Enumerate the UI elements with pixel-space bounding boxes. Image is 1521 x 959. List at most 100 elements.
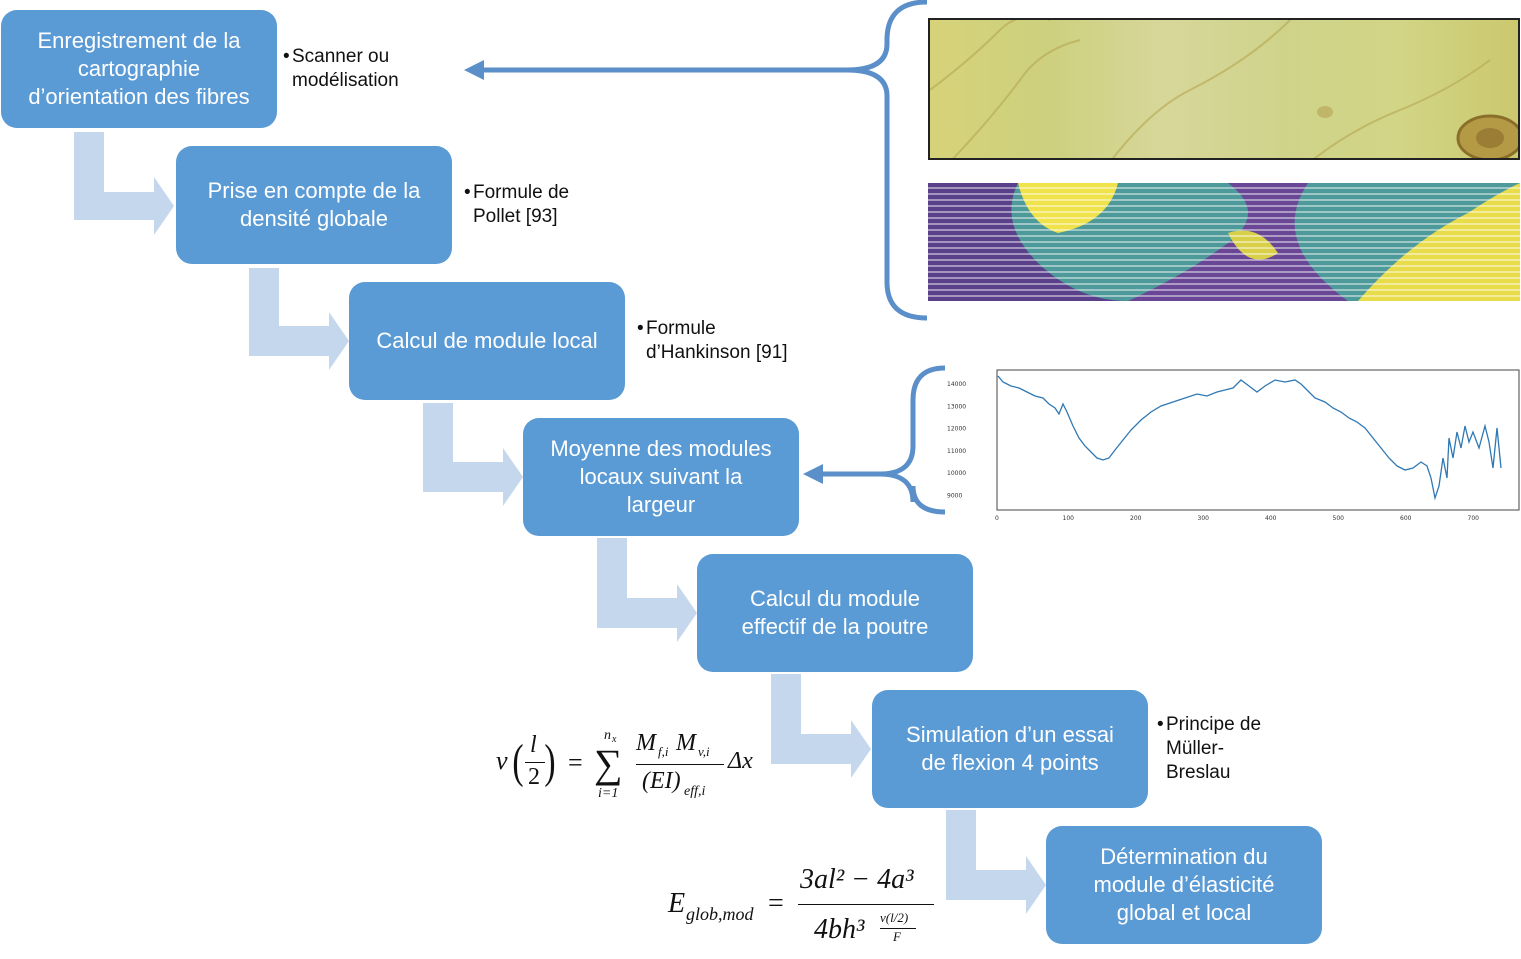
connector-4 [597,538,697,642]
plot-xtick-label: 400 [1265,515,1277,522]
step-line: de flexion 4 points [921,750,1099,775]
connector-6 [946,810,1046,914]
step-line: Détermination du [1100,844,1268,869]
fraction-bar [636,764,724,765]
note-line: Scanner ou [292,46,390,67]
wood-grain [930,20,1518,158]
bullet: • [464,182,471,203]
step-determination: Détermination du module d’élasticité globa… [1046,826,1322,944]
note-line: Müller- [1166,738,1225,759]
formula-term: = [568,748,583,777]
plot-xtick-label: 600 [1400,515,1412,522]
plot-xtick-label: 300 [1198,515,1210,522]
step-line: Simulation d’un essai [906,722,1114,747]
note-pollet: • Formule de Pollet [93] [464,181,643,229]
step-module-local: Calcul de module local [349,282,625,400]
brace-top [846,0,928,321]
step-line: Moyenne des modules [550,436,772,461]
step-line: Calcul du module [750,586,920,611]
step-line: module d’élasticité [1093,872,1275,897]
formula-term: x [612,734,617,745]
formula-term: (EI) [642,768,681,794]
step-densite: Prise en compte de la densité globale [176,146,452,264]
modulus-series-line [997,375,1502,501]
step-line: d’orientation des fibres [28,84,250,109]
fraction-bar [880,928,916,929]
note-line: Principe de [1166,714,1262,735]
brace-arrows [478,0,946,515]
connector-5 [771,674,871,778]
step-line: effectif de la poutre [741,614,929,639]
formula-term: f,i [658,744,669,759]
note-line: modélisation [292,70,399,91]
formula-term: n [604,728,611,743]
formula-term: eff,i [684,784,706,799]
note-muller-breslau: • Principe de Müller- Breslau [1157,713,1336,785]
step-module-effectif: Calcul du module effectif de la poutre [697,554,973,672]
plot-ytick-label: 14000 [947,381,966,388]
step-simulation: Simulation d’un essai de flexion 4 points [872,690,1148,808]
formula-term: 4bh³ [814,914,865,945]
formula-term: v(l/2) [880,910,909,925]
step-line: densité globale [239,206,388,231]
formula-term: = [768,888,784,919]
step-enregistrement: Enregistrement de la cartographie d’orient… [1,10,277,128]
heatmap-graphic [928,183,1520,301]
note-scanner: • Scanner ou modélisation [283,45,462,93]
formula-deflection: v ( l 2 ) = ∑ n x i=1 M f,i M v,i (EI) e… [496,728,766,808]
plot-ytick-label: 12000 [947,426,966,433]
formula-term: 2 [528,764,540,790]
formula-term: l [530,732,537,758]
bullet: • [637,318,644,339]
plot-xtick-label: 200 [1130,515,1142,522]
plot-ytick-label: 9000 [947,493,962,500]
step-line: global et local [1116,900,1252,925]
paren-close: ) [544,735,556,788]
note-line: d’Hankinson [91] [646,342,788,363]
formula-term: glob,mod [686,904,754,924]
step-line: Prise en compte de la [207,178,421,203]
plot-ytick-label: 13000 [947,403,966,410]
brace-plot [879,365,946,515]
step-line: Enregistrement de la [37,28,241,53]
arrowhead-moyenne [803,464,823,484]
step-line: cartographie [77,56,201,81]
plot-xtick-label: 0 [995,515,999,522]
step-line: largeur [626,492,696,517]
connector-2 [249,268,349,370]
step-line: Calcul de module local [376,328,598,353]
formula-term: M [636,730,656,756]
plot-ytick-label: 11000 [947,448,966,455]
fiber-orientation-heatmap [928,183,1520,301]
note-hankinson: • Formule d’Hankinson [91] [637,317,816,365]
bullet: • [1157,714,1164,735]
plot-xtick-label: 700 [1468,515,1480,522]
formula-term: E [668,888,686,919]
formula-term: i=1 [598,786,619,801]
plot-xtick-label: 100 [1063,515,1075,522]
step-connectors [74,132,1046,914]
plot-xtick-label: 500 [1333,515,1345,522]
step-line: locaux suivant la [579,464,743,489]
note-line: Formule [646,318,716,339]
wood-scan-image [928,18,1520,160]
formula-term: ∑ [594,741,623,786]
arrowhead-scanner [464,60,484,80]
formula-term: v,i [698,744,710,759]
formula-term: F [893,929,901,944]
fraction-bar [798,904,934,905]
connector-1 [74,132,174,235]
formula-term: Δx [728,748,753,774]
formula-term: M [676,730,696,756]
plot-frame [996,369,1520,511]
connector-3 [423,403,523,506]
step-moyenne: Moyenne des modules locaux suivant la larg… [523,418,799,536]
paren-open: ( [512,735,524,788]
note-line: Formule de [473,182,570,203]
formula-term: v [496,746,508,775]
note-line: Pollet [93] [473,206,558,227]
formula-elastic-modulus: E glob,mod = 3al² − 4a³ 4bh³ v(l/2) F [668,862,948,958]
